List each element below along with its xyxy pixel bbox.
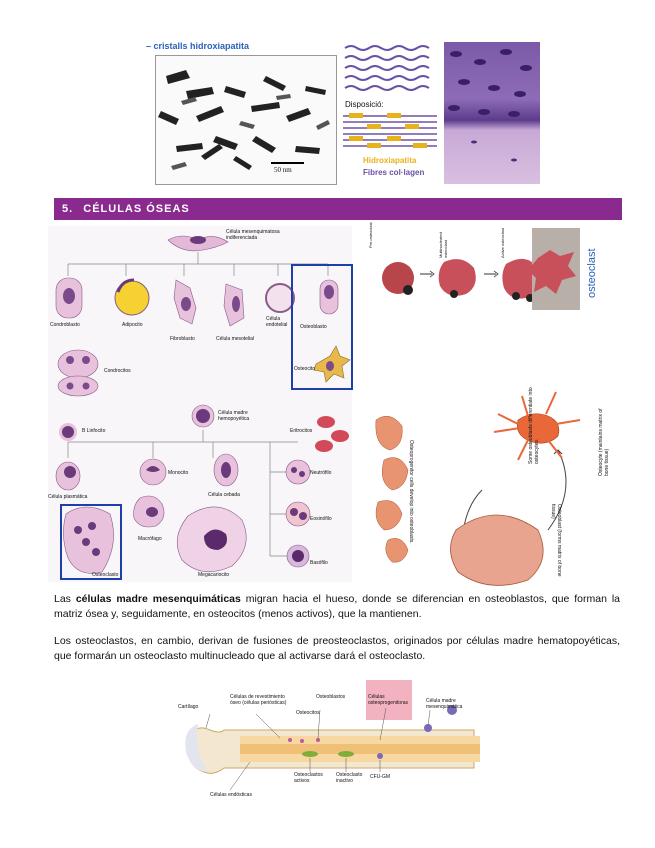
label-basofilo: Basófilo bbox=[310, 560, 328, 566]
endothelial-cell bbox=[266, 284, 294, 312]
bone-histology-image bbox=[444, 42, 540, 184]
arrangement-label: Disposició: bbox=[345, 100, 384, 109]
label-madre-mesenquimatica: Célula madre mesenquimática bbox=[426, 698, 486, 710]
paragraph-2: Los osteoclastos, en cambio, derivan de … bbox=[54, 634, 620, 664]
basophil-cell bbox=[287, 545, 309, 567]
section-title: CÉLULAS ÓSEAS bbox=[83, 203, 190, 215]
chondroblast-cell bbox=[56, 278, 82, 318]
cell-lineage-diagram: Célula mesenquimatosa indiferenciada Con… bbox=[48, 226, 352, 582]
label-multinucleated: Multinucleated osteoclast bbox=[438, 218, 448, 258]
mast-cell bbox=[214, 454, 238, 486]
label-eritrocitos: Eritrocitos bbox=[290, 428, 312, 434]
paragraph-1: Las células madre mesenquimáticas migran… bbox=[54, 592, 620, 622]
osteoclast-photo bbox=[528, 228, 580, 310]
monocyte-cell bbox=[140, 459, 166, 485]
osteoblast-large-cell bbox=[450, 515, 543, 585]
label-plasmatica: Célula plasmática bbox=[48, 494, 87, 500]
osteoblast-osteocyte-diagram: Osteoprogenitor cells develop into osteo… bbox=[368, 380, 620, 586]
label-adipocito: Adipocito bbox=[122, 322, 143, 328]
label-endotelial: Célula endotelial bbox=[266, 316, 294, 328]
preosteoclast-cell bbox=[382, 262, 414, 295]
arrangement-diagram: Disposició: Hidroxiapatita Fibres col·la… bbox=[343, 42, 437, 184]
label-fibroblasto: Fibroblasto bbox=[170, 336, 195, 342]
label-eosinofilo: Eosinófilo bbox=[310, 516, 332, 522]
hematopoietic-stem-cell bbox=[192, 405, 214, 427]
bone-cells-diagram: Cartílago Células de revestimiento óseo … bbox=[170, 680, 484, 808]
p1-prefix: Las bbox=[54, 593, 76, 605]
osteoclast-title: osteoclast bbox=[586, 238, 598, 298]
osteoclast-highlight-box bbox=[60, 504, 122, 580]
collagen-legend: Fibres col·lagen bbox=[363, 168, 424, 177]
label-osteocitos: Osteocitos bbox=[296, 710, 320, 716]
hydroxyapatite-micrograph: 50 nm bbox=[155, 55, 337, 185]
neutrophil-cell bbox=[286, 460, 310, 484]
section-number: 5. bbox=[62, 203, 73, 215]
label-cfu-gm: CFU-GM bbox=[370, 774, 390, 780]
label-monocito: Monocito bbox=[168, 470, 188, 476]
crystals-label: – cristalls hidroxiapatita bbox=[146, 41, 249, 51]
label-active-osteoclast: Active osteoclast bbox=[500, 218, 505, 258]
label-mesenchymal: Célula mesenquimatosa indiferenciada bbox=[226, 229, 296, 241]
label-mesotelial: Célula mesotelial bbox=[216, 336, 254, 342]
fibroblast-cell bbox=[174, 280, 196, 324]
macrophage-cell bbox=[134, 496, 164, 527]
erythrocytes bbox=[315, 416, 349, 452]
p1-bold: células madre mesenquimáticas bbox=[76, 593, 241, 605]
mesothelial-cell bbox=[224, 284, 244, 326]
hydroxyapatite-legend: Hidroxiapatita bbox=[363, 156, 416, 165]
multinucleated-osteoclast-cell bbox=[439, 259, 476, 298]
label-osteoblastos: Osteoblastos bbox=[316, 694, 345, 700]
label-progenitor: Osteoprogenitor cells develop into osteo… bbox=[408, 440, 414, 560]
label-condroblasto: Condroblasto bbox=[50, 322, 80, 328]
label-some-osteoblasts: Some osteoblasts differentiate into oste… bbox=[528, 384, 540, 464]
megakaryocyte-cell bbox=[177, 507, 246, 572]
label-osteoprogenitoras: Células osteoprogenitoras bbox=[368, 694, 410, 706]
scale-bar-label: 50 nm bbox=[274, 166, 292, 174]
label-neutrofilo: Neutrófilo bbox=[310, 470, 331, 476]
label-hematopoietic: Célula madre hemopoyética bbox=[218, 410, 268, 422]
label-osteocito: Osteocito bbox=[294, 366, 315, 372]
label-cebada: Célula cebada bbox=[208, 492, 240, 498]
section-header: 5. CÉLULAS ÓSEAS bbox=[54, 198, 622, 220]
b-lymphocyte-cell bbox=[59, 423, 77, 441]
label-b-linfocito: B Linfocito bbox=[82, 428, 105, 434]
mesenchymal-cell bbox=[168, 236, 228, 251]
label-megacariocito: Megacariocito bbox=[198, 572, 229, 578]
label-osteoclastos-activos: Osteoclastos activos bbox=[294, 772, 334, 784]
label-revestimiento: Células de revestimiento óseo (células p… bbox=[230, 694, 294, 706]
label-endosticas: Células endósticas bbox=[210, 792, 252, 798]
label-osteoclasto: Osteoclasto bbox=[92, 572, 118, 578]
adipocyte-cell bbox=[115, 280, 149, 315]
osteoclast-formation-series: Pre-osteoclast Multinucleated osteoclast… bbox=[366, 228, 616, 310]
label-osteocyte-maintains: Osteocyte (maintains matrix of bone tiss… bbox=[598, 396, 610, 476]
chondrocytes-cell bbox=[58, 350, 98, 396]
label-cartilago: Cartílago bbox=[178, 704, 198, 710]
plasma-cell bbox=[56, 462, 80, 490]
label-pre-osteoclast: Pre-osteoclast bbox=[368, 220, 373, 248]
label-condrocitos: Condrocitos bbox=[104, 368, 131, 374]
label-macrofago: Macrófago bbox=[138, 536, 162, 542]
label-osteoblasto: Osteoblasto bbox=[300, 324, 327, 330]
eosinophil-cell bbox=[286, 502, 310, 526]
label-osteoblast-forms: Osteoblast (forms matrix of bone tissue) bbox=[550, 504, 562, 584]
